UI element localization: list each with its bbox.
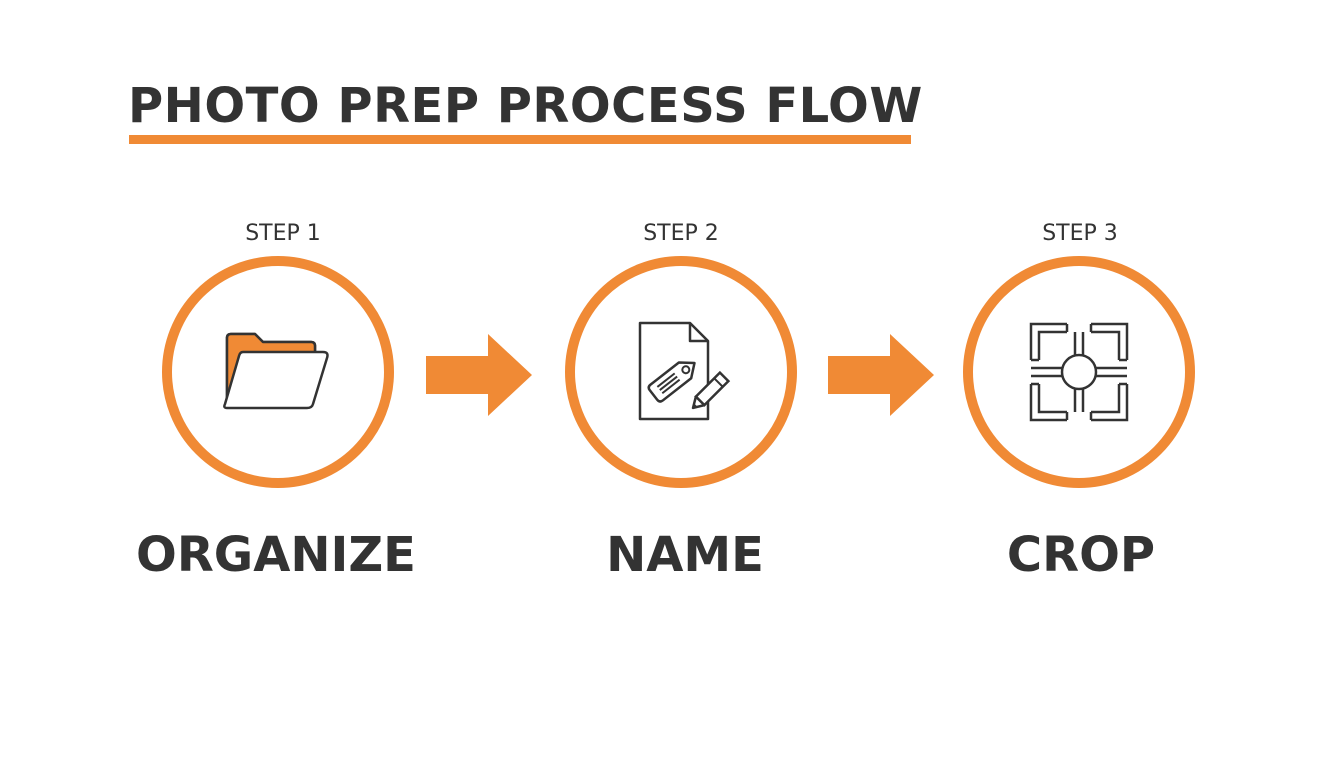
step-1-label: STEP 1 [245,221,321,246]
title-underline [129,135,911,144]
crop-frame-icon [1029,322,1129,422]
page-title: PHOTO PREP PROCESS FLOW [128,78,923,134]
document-tag-pencil-icon [638,321,731,421]
step-3-circle [963,256,1195,488]
step-2-circle [565,256,797,488]
step-3-name: CROP [1006,527,1156,583]
step-1-circle [162,256,394,488]
arrow-right-icon [426,334,532,416]
step-2-label: STEP 2 [643,221,719,246]
arrow-right-icon [828,334,934,416]
step-3-label: STEP 3 [1042,221,1118,246]
step-2-name: NAME [606,527,764,583]
folder-icon [223,332,329,410]
step-1-name: ORGANIZE [136,527,416,583]
